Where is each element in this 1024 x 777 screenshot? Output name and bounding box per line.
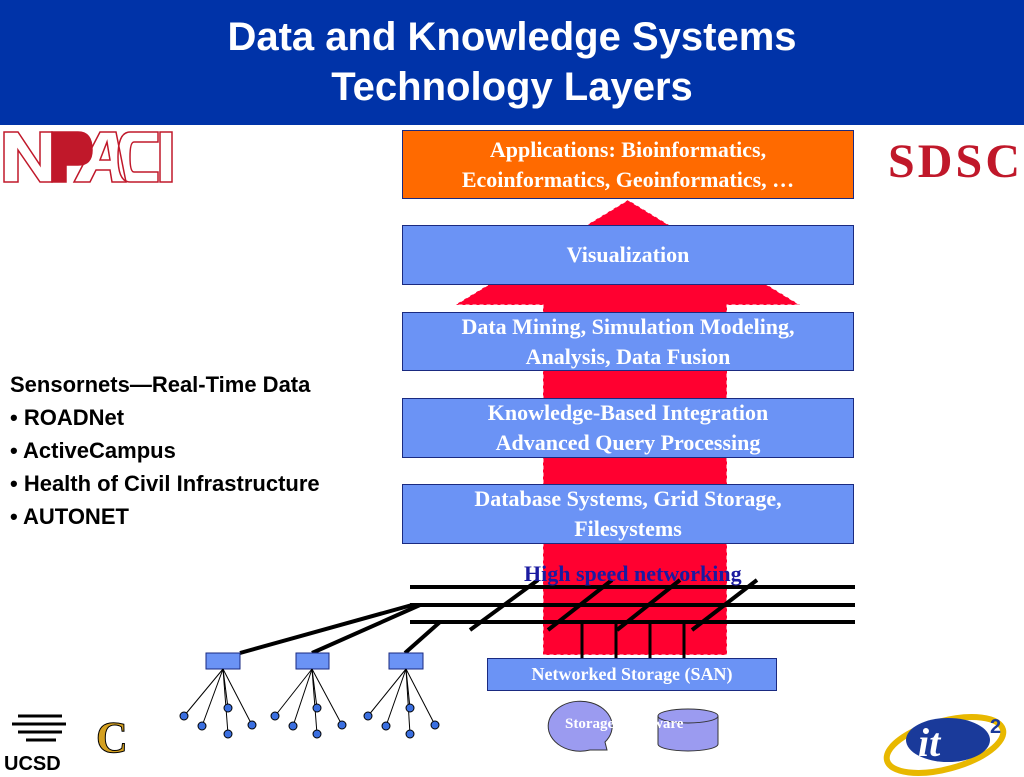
layer-text: Knowledge-Based Integration bbox=[487, 400, 769, 425]
layer-text: Data Mining, Simulation Modeling, bbox=[461, 313, 795, 339]
layer-text: Filesystems bbox=[574, 516, 682, 541]
slide-title: Data and Knowledge Systems Technology La… bbox=[0, 12, 1024, 112]
network-bus bbox=[239, 578, 855, 655]
san-box: Networked Storage (SAN) bbox=[487, 658, 777, 691]
sensornets-heading: Sensornets—Real-Time Data bbox=[10, 372, 311, 397]
it2-logo: it 2 bbox=[883, 714, 1007, 776]
svg-text:it: it bbox=[918, 720, 942, 765]
layer-text: Ecoinformatics, Geoinformatics, … bbox=[461, 166, 795, 192]
san-connectors bbox=[580, 622, 686, 658]
list-item: • AUTONET bbox=[10, 504, 129, 529]
layer-text: Database Systems, Grid Storage, bbox=[474, 486, 782, 511]
layer-text: Advanced Query Processing bbox=[495, 430, 761, 455]
title-bar: Data and Knowledge Systems Technology La… bbox=[0, 0, 1024, 125]
sensor-trees bbox=[179, 652, 440, 739]
svg-text:C: C bbox=[96, 713, 128, 762]
networking-label: High speed networking bbox=[524, 561, 742, 586]
layer-visualization: Visualization bbox=[402, 225, 854, 285]
npaci-logo bbox=[3, 131, 173, 183]
title-line-2: Technology Layers bbox=[331, 65, 693, 109]
list-item: • ActiveCampus bbox=[10, 438, 176, 463]
storage-disk-icon bbox=[547, 700, 613, 752]
storage-hardware-label: Storage Hardware bbox=[565, 716, 684, 732]
svg-text:UCSD: UCSD bbox=[4, 753, 61, 775]
storage-cylinder-icon bbox=[657, 708, 719, 752]
title-line-1: Data and Knowledge Systems bbox=[227, 15, 797, 59]
layer-text: Analysis, Data Fusion bbox=[525, 343, 731, 369]
sdsc-logo: SDSC bbox=[888, 135, 1020, 188]
svg-text:2: 2 bbox=[990, 716, 1001, 738]
layer-applications: Applications: Bioinformatics, Ecoinformat… bbox=[402, 130, 854, 199]
layer-text: Visualization bbox=[566, 242, 690, 267]
layer-data-mining: Data Mining, Simulation Modeling, Analysi… bbox=[402, 312, 854, 371]
list-item: • ROADNet bbox=[10, 405, 125, 430]
layer-text: Applications: Bioinformatics, bbox=[489, 136, 767, 162]
sensornets-list: Sensornets—Real-Time Data • ROADNet • Ac… bbox=[10, 368, 320, 533]
list-item: • Health of Civil Infrastructure bbox=[10, 471, 320, 496]
ucsd-logo: UCSD C bbox=[4, 713, 128, 776]
layer-database-systems: Database Systems, Grid Storage, Filesyste… bbox=[402, 484, 854, 544]
